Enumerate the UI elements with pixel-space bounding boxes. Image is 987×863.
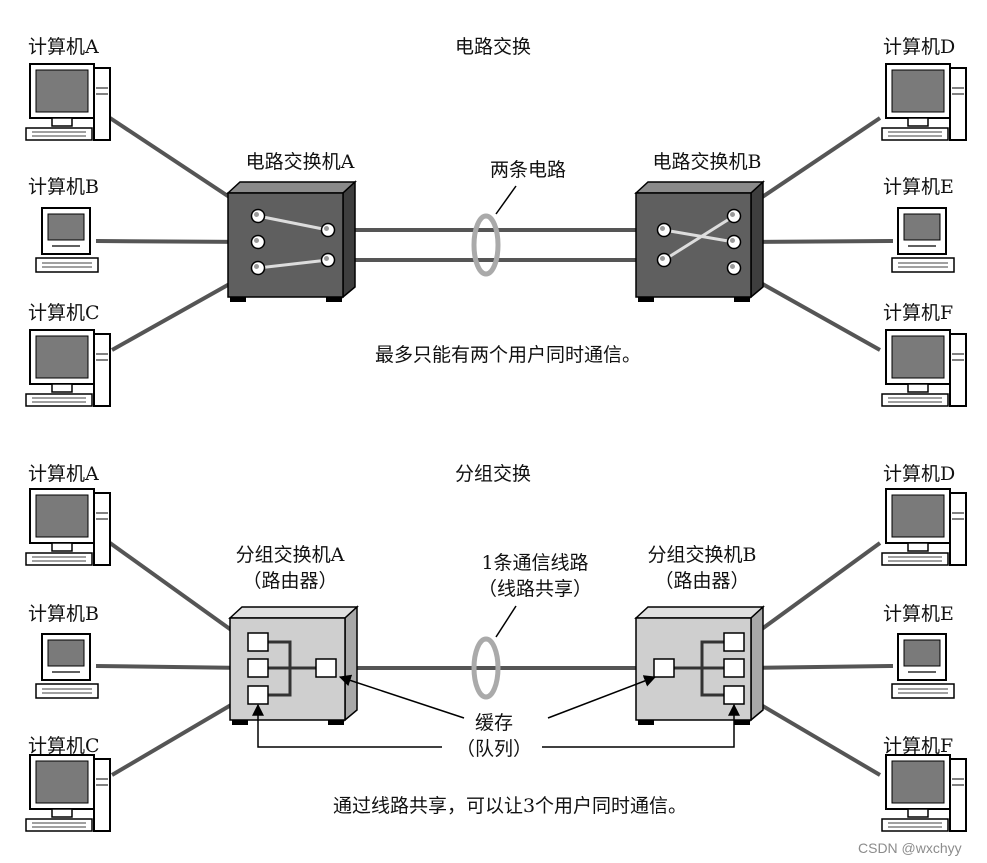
computer-d-label: 计算机D (883, 36, 956, 58)
buffer-box (247, 685, 269, 705)
buffer-box (247, 658, 269, 678)
computer-c-label: 计算机C (28, 302, 100, 324)
packet-switch-a-router-label: （路由器） (242, 570, 338, 592)
computer-icon (881, 754, 967, 832)
circuit-switching-section (25, 63, 967, 407)
packet-switching-title: 分组交换 (454, 463, 532, 485)
buffer-arrows (252, 674, 740, 748)
computer-e-label: 计算机E (883, 603, 954, 625)
line-sharing-label: （线路共享） (477, 578, 593, 600)
buffer-box (723, 685, 745, 705)
circuit-switching-title: 电路交换 (454, 36, 532, 58)
computer-c-label: 计算机C (28, 735, 100, 757)
circuit-switch-b-label: 电路交换机B (652, 151, 762, 173)
packet-switch-a-label: 分组交换机A (235, 544, 345, 566)
shared-line-label: 1条通信线路 (481, 552, 589, 574)
queue-label: （队列） (455, 738, 533, 760)
circuit-links (95, 116, 894, 352)
packet-switch-b-router-label: （路由器） (654, 570, 750, 592)
circuit-switch-a-label: 电路交换机A (245, 151, 355, 173)
computer-icon (891, 633, 955, 699)
packet-note: 通过线路共享，可以让3个用户同时通信。 (332, 795, 688, 817)
circuit-note: 最多只能有两个用户同时通信。 (374, 344, 642, 366)
two-circuits-label: 两条电路 (489, 159, 567, 181)
computer-icon (891, 207, 955, 273)
buffer-label: 缓存 (474, 712, 514, 734)
computer-e-label: 计算机E (883, 176, 954, 198)
buffer-box (723, 658, 745, 678)
computer-icon (25, 329, 111, 407)
circuit-ring-pointer (495, 185, 517, 215)
computer-a-label: 计算机A (28, 463, 99, 485)
shared-line-ring (471, 636, 501, 700)
computer-icon (881, 63, 967, 141)
computer-f-label: 计算机F (883, 735, 954, 757)
computer-icon (35, 633, 99, 699)
computer-icon (25, 754, 111, 832)
computer-icon (881, 329, 967, 407)
shared-line-pointer (495, 605, 517, 638)
circuit-ring (471, 213, 501, 277)
buffer-box (723, 632, 745, 652)
computer-a-label: 计算机A (28, 36, 99, 58)
packet-switching-section (25, 488, 967, 832)
computer-icon (25, 63, 111, 141)
computer-d-label: 计算机D (883, 463, 956, 485)
packet-links (95, 541, 894, 777)
packet-switch-b (634, 605, 765, 725)
buffer-box (315, 658, 337, 678)
computer-b-label: 计算机B (28, 176, 99, 198)
computer-icon (25, 488, 111, 566)
packet-switch-b-label: 分组交换机B (647, 544, 757, 566)
buffer-box (247, 632, 269, 652)
circuit-switch-b (634, 180, 765, 302)
packet-switch-a (228, 605, 359, 725)
computer-icon (35, 207, 99, 273)
computer-f-label: 计算机F (883, 302, 954, 324)
watermark: CSDN @wxchyy (858, 840, 962, 856)
circuit-switch-a (226, 180, 357, 302)
computer-b-label: 计算机B (28, 603, 99, 625)
computer-icon (881, 488, 967, 566)
buffer-box (653, 658, 675, 678)
